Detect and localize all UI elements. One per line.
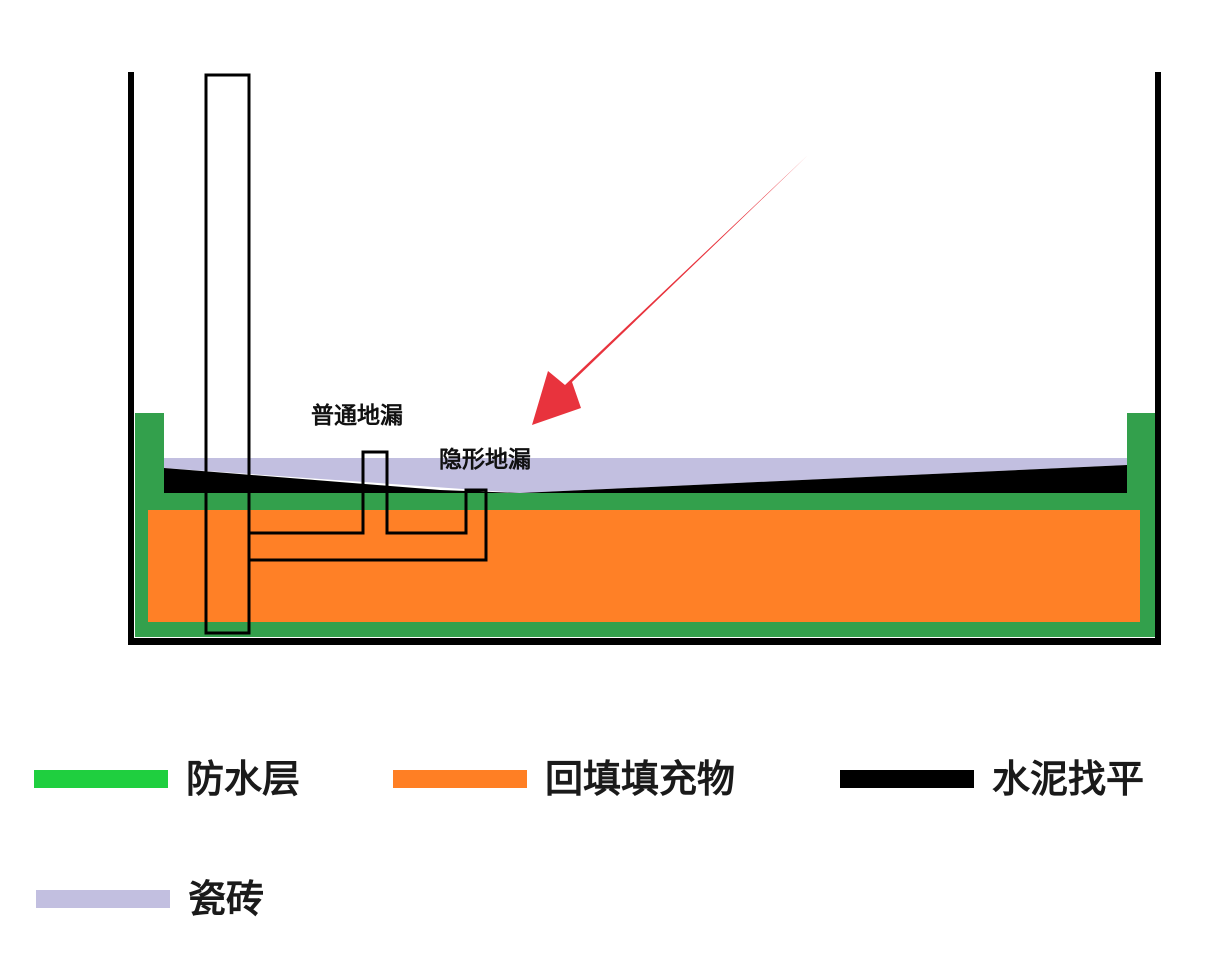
legend-label-waterproof: 防水层 — [186, 757, 301, 801]
tile-layer — [164, 458, 1127, 493]
legend-item-waterproof: 防水层 — [34, 760, 300, 798]
legend-item-backfill: 回填填充物 — [393, 760, 735, 798]
legend-swatch-backfill — [393, 770, 527, 788]
right-wall — [1155, 72, 1161, 645]
regular-drain-label: 普通地漏 — [311, 402, 403, 429]
legend-swatch-screed — [840, 770, 974, 788]
legend-item-screed: 水泥找平 — [840, 760, 1144, 798]
cement-screed-layer — [164, 465, 1127, 493]
legend-label-screed: 水泥找平 — [992, 757, 1145, 801]
vertical-drain-pipe — [204, 73, 251, 635]
hidden-drain-label: 隐形地漏 — [439, 447, 531, 473]
drain-pipe-network — [249, 450, 488, 562]
legend-swatch-tile — [36, 890, 170, 908]
legend-swatch-waterproof — [34, 770, 168, 788]
legend-item-tile: 瓷砖 — [36, 880, 264, 918]
red-arrow — [532, 155, 808, 425]
floor-base-line — [128, 638, 1161, 645]
legend-label-backfill: 回填填充物 — [545, 757, 736, 801]
left-wall — [128, 72, 134, 645]
legend-label-tile: 瓷砖 — [188, 877, 265, 921]
backfill-layer — [148, 510, 1140, 622]
